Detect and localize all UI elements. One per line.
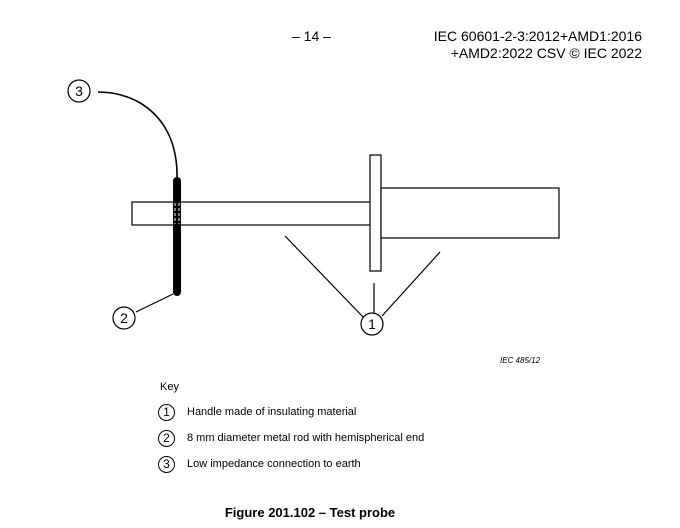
callout-1-circle	[360, 312, 384, 336]
leader-line-handle-right	[381, 251, 441, 317]
key-item: 2 8 mm diameter metal rod with hemispher…	[158, 428, 424, 448]
figure-caption: Figure 201.102 – Test probe	[224, 505, 396, 520]
metal-rod	[131, 201, 372, 226]
key-item: 1 Handle made of insulating material	[158, 402, 356, 422]
callout-1: 1	[360, 312, 384, 336]
key-item-number: 3	[158, 455, 175, 473]
leader-line-rod	[135, 293, 174, 313]
iec-figure-code: IEC 485/12	[500, 356, 541, 365]
handle-body	[380, 187, 560, 239]
key-item-number: 2	[158, 429, 175, 447]
callout-2: 2	[112, 306, 136, 330]
callout-2-label: 2	[120, 310, 128, 326]
page-number: – 14 –	[292, 28, 331, 44]
key-title: Key	[160, 381, 179, 393]
key-item-text: 8 mm diameter metal rod with hemispheric…	[187, 432, 425, 444]
key-item-text: Handle made of insulating material	[187, 406, 357, 418]
callout-3-label: 3	[75, 83, 83, 99]
callout-2-circle	[112, 306, 136, 330]
earth-wire	[97, 91, 178, 179]
key-item-number: 1	[158, 403, 175, 421]
handle-guard	[369, 154, 382, 272]
key-item-text: Low impedance connection to earth	[187, 458, 361, 470]
leader-line-handle-left	[284, 235, 365, 319]
document-reference: IEC 60601-2-3:2012+AMD1:2016 +AMD2:2022 …	[434, 28, 642, 62]
callout-3: 3	[67, 79, 91, 103]
callout-1-label: 1	[368, 316, 376, 332]
document-reference-line-2: +AMD2:2022 CSV © IEC 2022	[450, 45, 642, 61]
key-item: 3 Low impedance connection to earth	[158, 454, 361, 474]
earth-clamp	[173, 177, 181, 296]
callout-3-circle	[67, 79, 91, 103]
document-reference-line-1: IEC 60601-2-3:2012+AMD1:2016	[433, 28, 642, 44]
